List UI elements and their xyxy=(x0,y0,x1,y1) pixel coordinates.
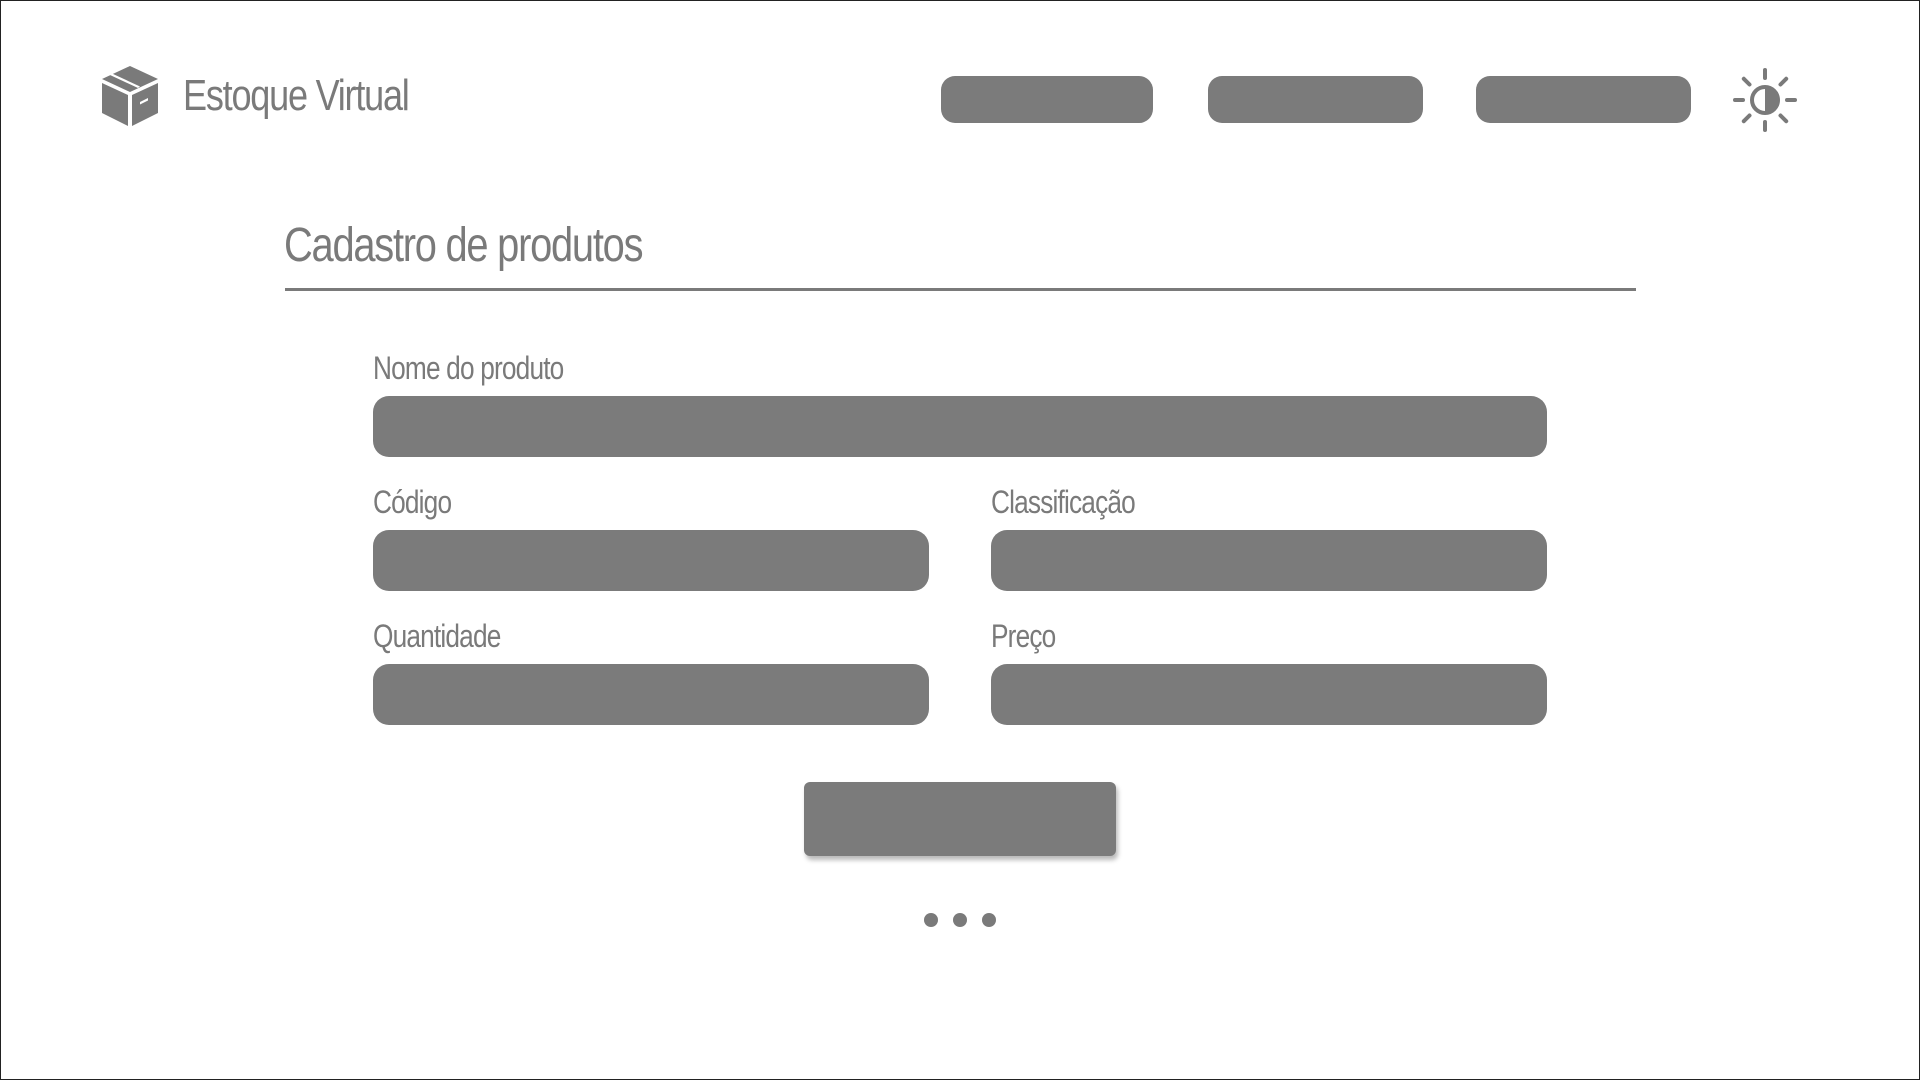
quantity-input[interactable] xyxy=(373,664,929,725)
brand-name: Estoque Virtual xyxy=(183,71,410,120)
dot xyxy=(982,913,996,927)
code-label: Código xyxy=(373,484,452,520)
more-horizontal-icon[interactable] xyxy=(924,912,996,928)
price-input[interactable] xyxy=(991,664,1547,725)
nav-item-3[interactable] xyxy=(1476,76,1691,123)
nav-item-2[interactable] xyxy=(1208,76,1423,123)
brightness-contrast-icon[interactable] xyxy=(1733,68,1797,132)
price-label: Preço xyxy=(991,618,1056,654)
package-box-icon xyxy=(102,66,158,126)
dot xyxy=(953,913,967,927)
classification-label: Classificação xyxy=(991,484,1136,520)
nav-item-1[interactable] xyxy=(941,76,1153,123)
quantity-label: Quantidade xyxy=(373,618,501,654)
page-title: Cadastro de produtos xyxy=(284,219,643,272)
dot xyxy=(924,913,938,927)
product-name-input[interactable] xyxy=(373,396,1547,457)
title-divider xyxy=(285,288,1636,291)
code-input[interactable] xyxy=(373,530,929,591)
classification-input[interactable] xyxy=(991,530,1547,591)
submit-button[interactable] xyxy=(804,782,1116,856)
product-name-label: Nome do produto xyxy=(373,350,564,386)
brand[interactable]: Estoque Virtual xyxy=(100,64,458,128)
